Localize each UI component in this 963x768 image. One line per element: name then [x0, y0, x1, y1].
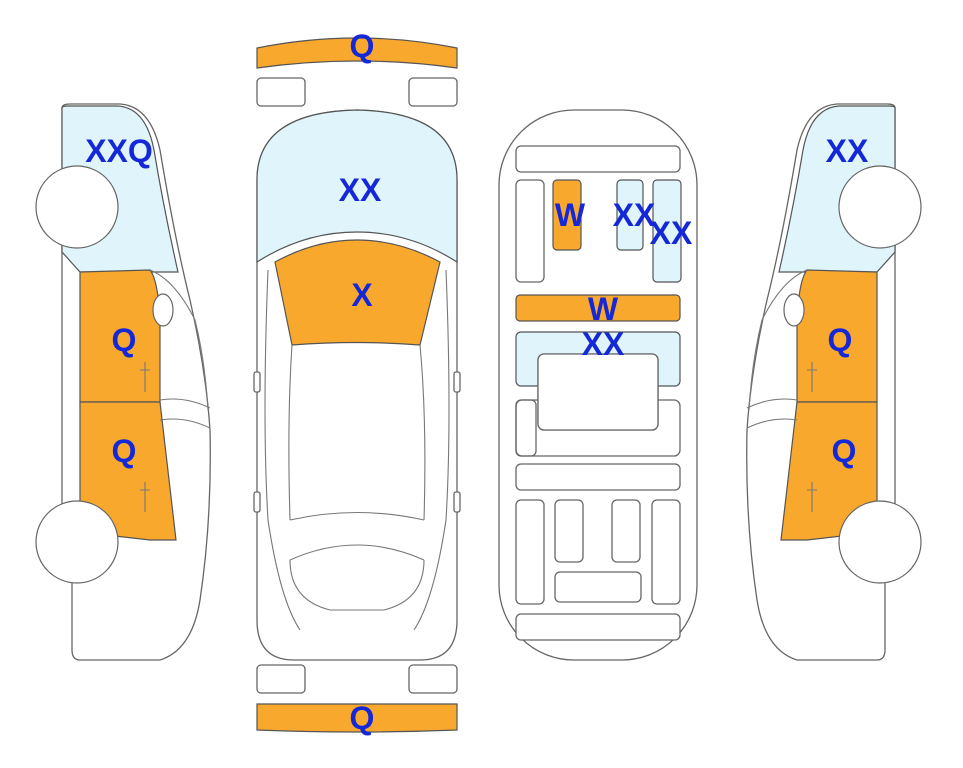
front-bumper[interactable]	[256, 37, 458, 69]
right-headlight	[408, 77, 458, 107]
hood[interactable]	[274, 239, 441, 346]
label-underside-right-pad-2: XX	[650, 215, 693, 251]
right-rear-wheel	[838, 500, 922, 584]
label-right-rear-door: Q	[832, 433, 857, 469]
label-hood: X	[351, 277, 373, 313]
right-taillight	[408, 664, 458, 694]
underside-crossmember[interactable]	[515, 294, 681, 322]
label-front-bumper: Q	[350, 28, 375, 64]
left-rear-wheel	[35, 500, 119, 584]
top-view: Q XX X Q	[253, 28, 461, 736]
label-underside-crossmember: W	[588, 291, 619, 327]
rear-bumper[interactable]	[256, 703, 458, 733]
left-taillight	[256, 664, 306, 694]
left-headlight	[256, 77, 306, 107]
windshield[interactable]	[256, 109, 458, 264]
left-front-door[interactable]	[79, 269, 161, 403]
label-left-window: XXQ	[85, 133, 153, 169]
label-rear-bumper: Q	[350, 700, 375, 736]
underside-right-pad-1[interactable]	[616, 179, 644, 251]
right-side-view: XX Q Q	[746, 103, 922, 661]
label-right-front-door: Q	[828, 322, 853, 358]
label-windshield: XX	[339, 172, 382, 208]
label-underside-left-sill: W	[555, 197, 586, 233]
left-front-wheel	[35, 165, 119, 249]
underside-left-sill[interactable]	[552, 179, 582, 251]
label-left-rear-door: Q	[112, 433, 137, 469]
underside-view: W XX XX W XX	[498, 109, 698, 661]
label-right-window: XX	[826, 133, 869, 169]
left-side-view: XXQ Q Q	[35, 103, 211, 661]
right-front-door[interactable]	[796, 269, 878, 403]
right-front-wheel	[838, 165, 922, 249]
label-underside-center: XX	[582, 326, 625, 362]
label-left-front-door: Q	[112, 322, 137, 358]
label-underside-right-pad-1: XX	[613, 197, 656, 233]
underside-right-pad-2[interactable]	[652, 179, 682, 283]
